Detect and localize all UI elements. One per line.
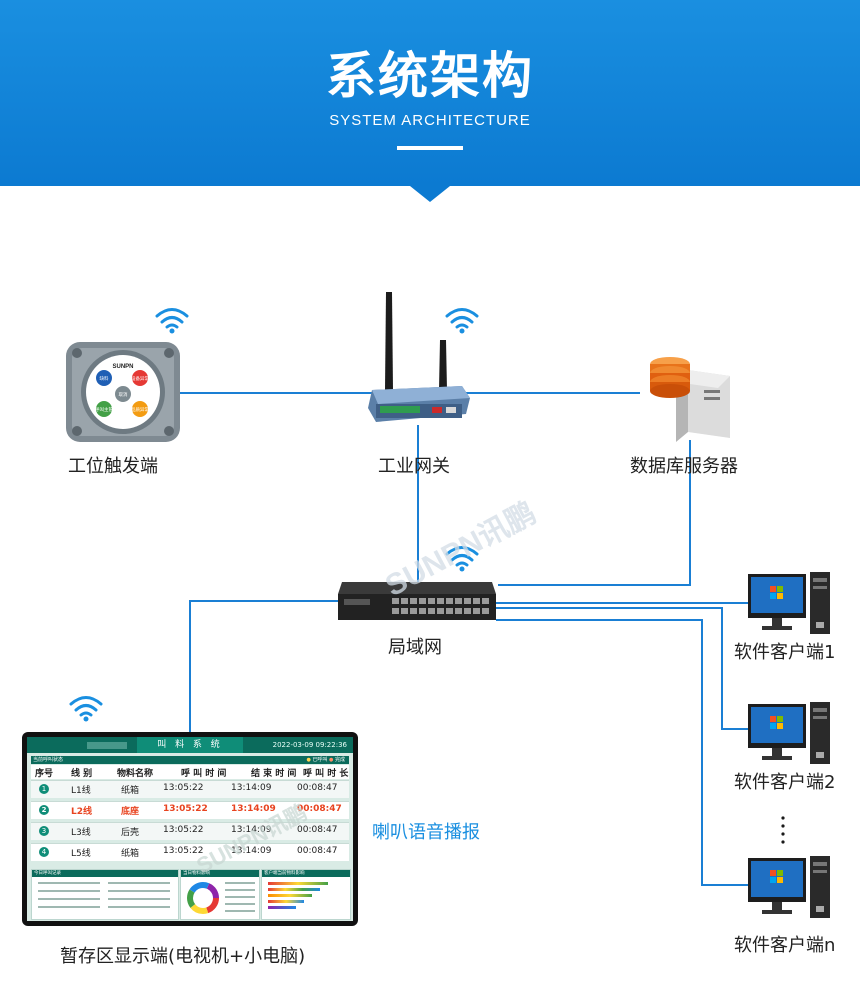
link-lan-display xyxy=(190,601,342,735)
label-lan: 局域网 xyxy=(388,633,442,659)
client-pc-icon xyxy=(748,702,832,766)
wifi-icon xyxy=(154,306,190,334)
screen-title: 叫 料 系 统 xyxy=(137,737,243,753)
svg-text:品质异常: 品质异常 xyxy=(131,406,149,413)
display-screen: 叫 料 系 统 2022-03-09 09:22:36 当前呼叫状态 ● 已呼叫… xyxy=(27,737,353,921)
gateway-icon xyxy=(362,290,474,430)
link-lan-clientn xyxy=(496,620,748,885)
label-trigger: 工位触发端 xyxy=(68,452,158,478)
database-server-icon xyxy=(648,352,738,444)
label-voice-broadcast: 喇叭语音播报 xyxy=(372,818,480,844)
screen-logo-blur xyxy=(87,742,127,749)
panel-call-records: 今日呼叫记录 xyxy=(31,869,179,920)
trigger-device-icon: SUNPN 缺料 设备异常 取消 呼叫主管 品质异常 xyxy=(64,340,182,444)
screen-panel-title: 当前呼叫状态 xyxy=(33,756,63,764)
display-tv: 叫 料 系 统 2022-03-09 09:22:36 当前呼叫状态 ● 已呼叫… xyxy=(22,732,358,926)
label-database: 数据库服务器 xyxy=(630,452,738,478)
table-header: 序号 线 别 物料名称 呼 叫 时 间 结 束 时 间 呼 叫 时 长 xyxy=(31,765,349,779)
screen-legend: ● 已呼叫 ● 完成 xyxy=(306,756,345,764)
svg-text:取消: 取消 xyxy=(119,391,128,398)
client-pc-icon xyxy=(748,856,832,920)
label-client1: 软件客户端1 xyxy=(734,638,835,664)
client-pc-icon xyxy=(748,572,832,636)
wifi-icon xyxy=(68,694,104,722)
screen-panel-header xyxy=(31,756,349,764)
donut-chart-icon xyxy=(185,880,221,916)
label-clientn: 软件客户端n xyxy=(734,931,835,957)
label-display: 暂存区显示端(电视机+小电脑) xyxy=(60,942,305,968)
svg-text:设备异常: 设备异常 xyxy=(131,375,149,382)
panel-material-impact: 当日物料影响 xyxy=(180,869,260,920)
link-lan-client2 xyxy=(496,608,748,729)
svg-text:呼叫主管: 呼叫主管 xyxy=(95,406,113,413)
table-row: 1 L1线 纸箱 13:05:22 13:14:09 00:08:47 xyxy=(31,780,349,798)
panel-client-impact: 客户端当前物料影响 xyxy=(261,869,351,920)
screen-datetime: 2022-03-09 09:22:36 xyxy=(273,737,347,753)
svg-text:SUNPN: SUNPN xyxy=(112,364,133,370)
svg-text:缺料: 缺料 xyxy=(100,375,109,382)
label-gateway: 工业网关 xyxy=(378,452,450,478)
label-client2: 软件客户端2 xyxy=(734,768,835,794)
